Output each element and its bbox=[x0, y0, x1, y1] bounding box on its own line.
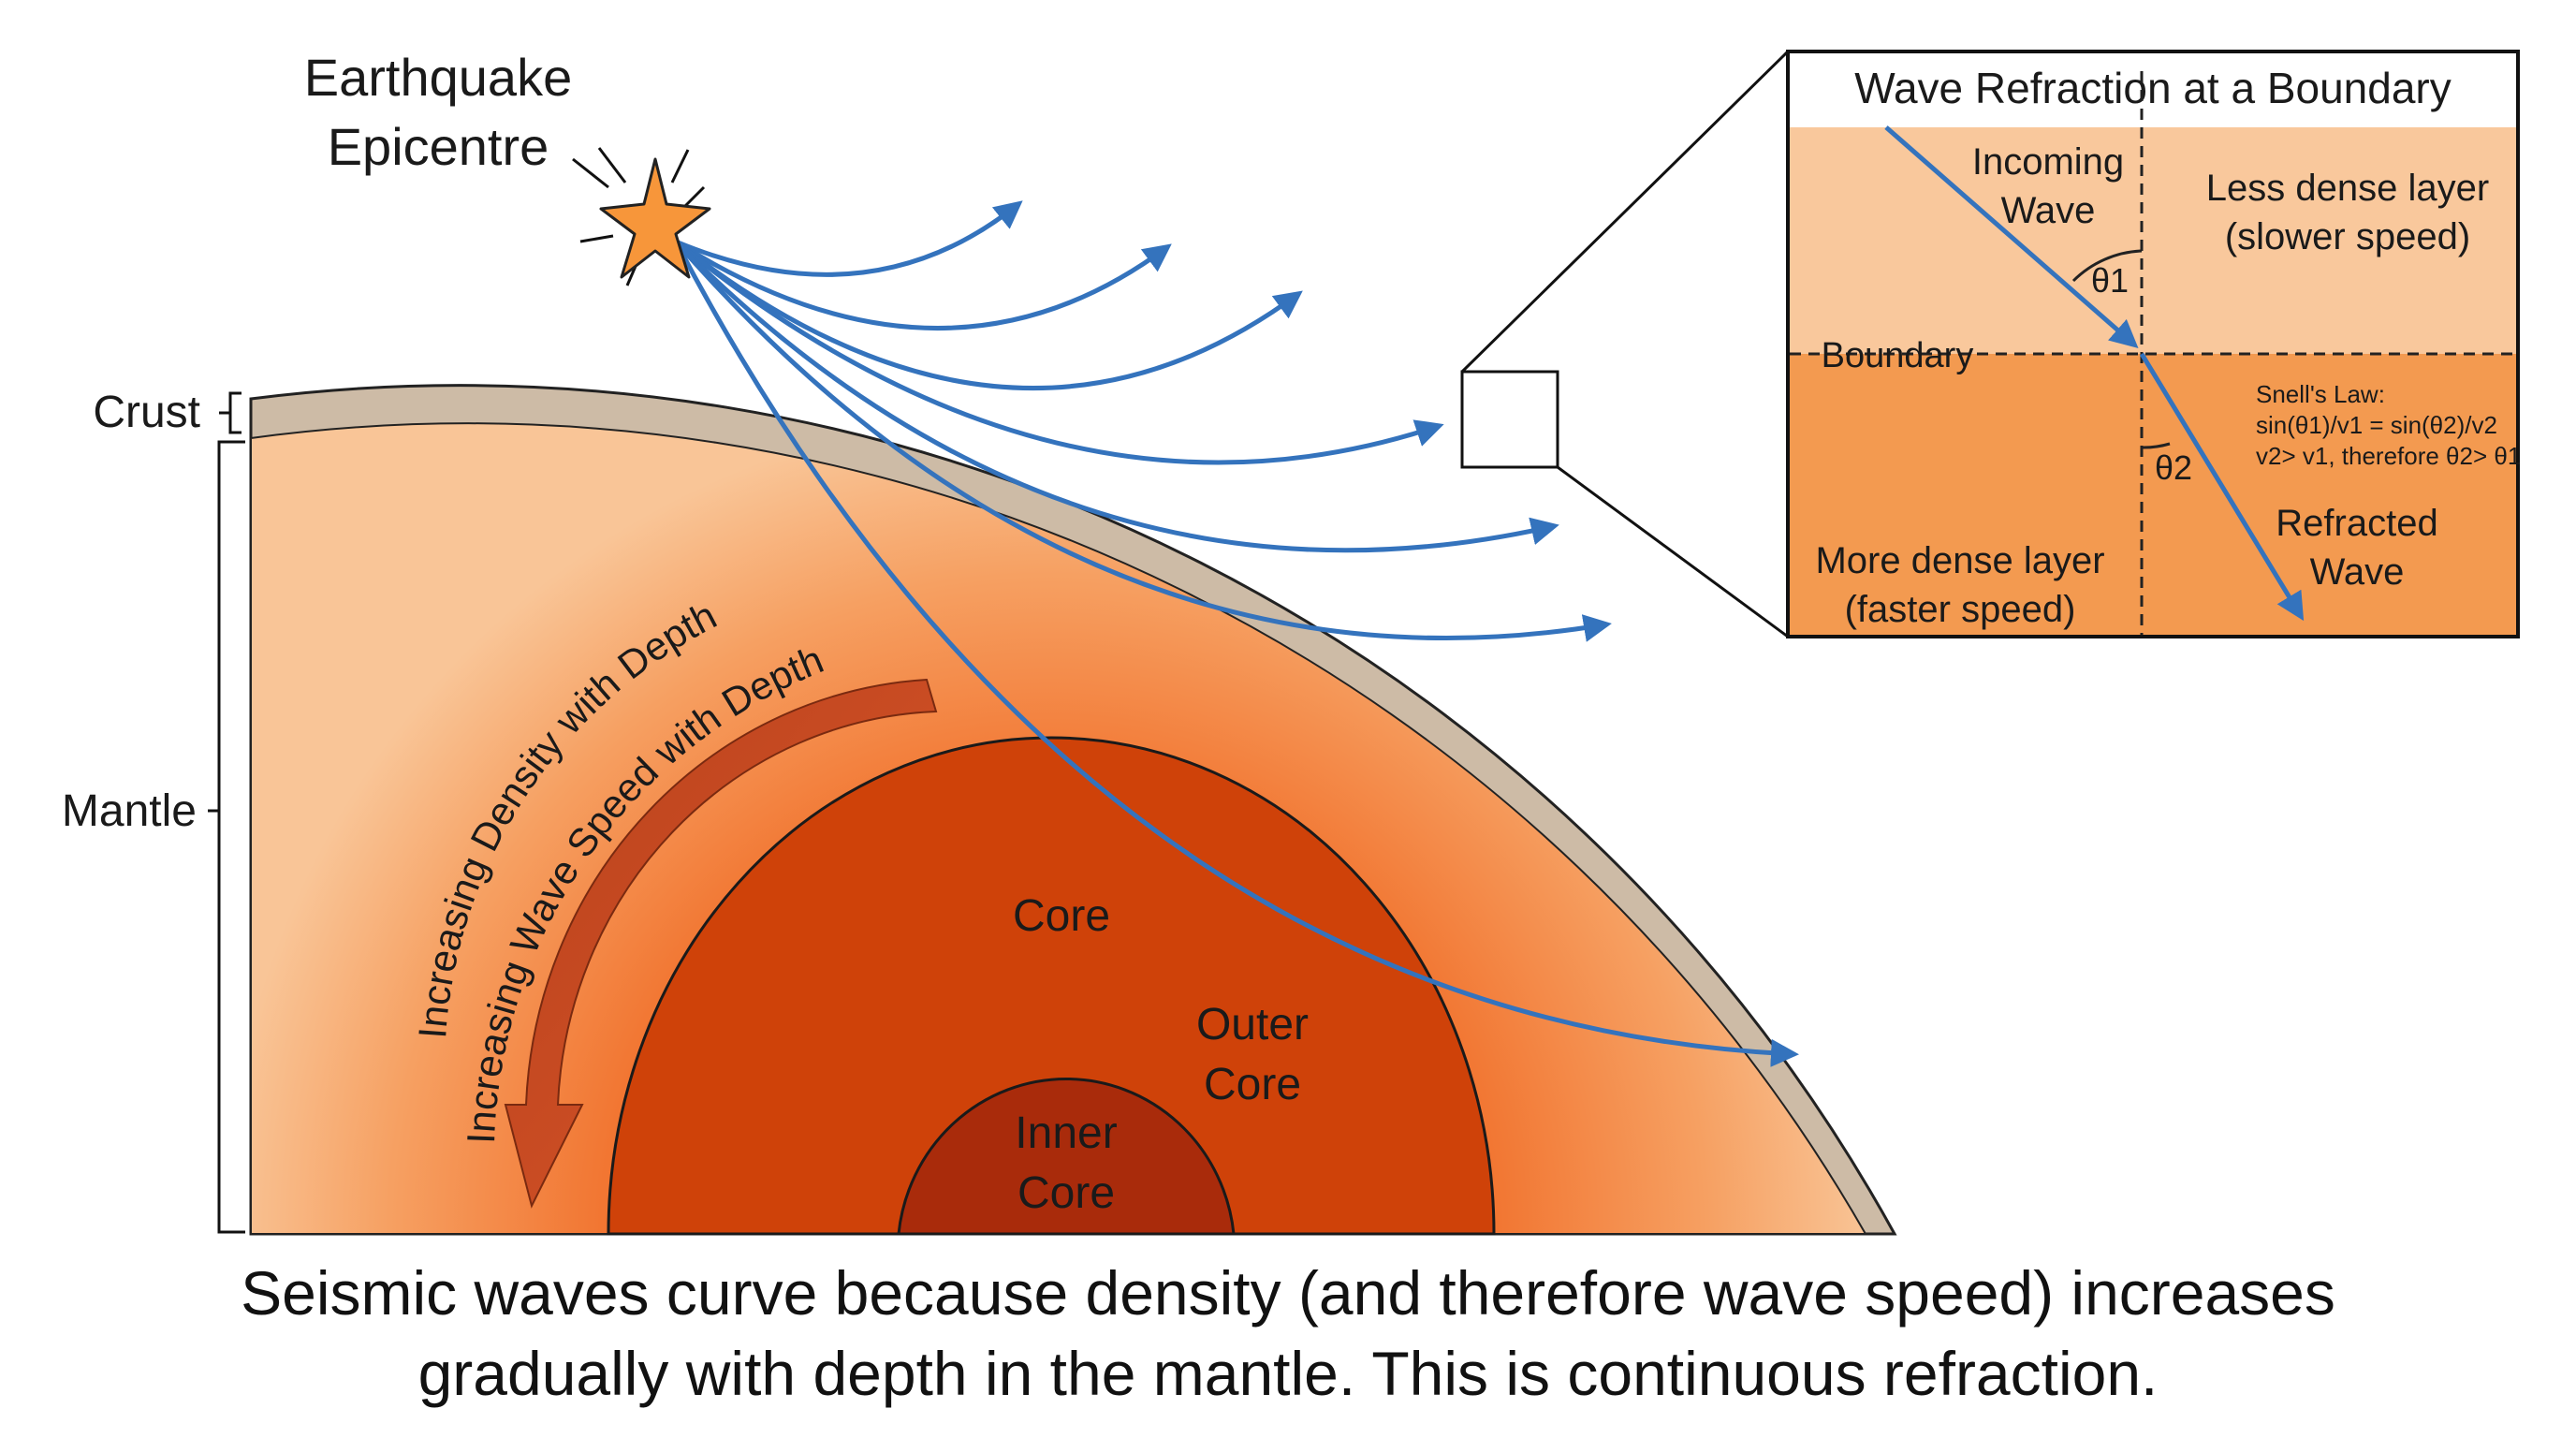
less-dense-label-line1: Less dense layer bbox=[2206, 168, 2489, 209]
snell-title: Snell's Law: bbox=[2256, 380, 2385, 408]
incoming-wave-label-line2: Wave bbox=[2001, 190, 2096, 231]
seismic-ray-4 bbox=[673, 239, 1444, 465]
seismic-ray-5 bbox=[673, 239, 1559, 553]
depth-arrow bbox=[504, 678, 938, 1209]
mantle-label: Mantle bbox=[62, 786, 197, 836]
earth-cross-section bbox=[249, 384, 1897, 1236]
more-dense-layer bbox=[1790, 354, 2516, 635]
refracted-wave-label-line2: Wave bbox=[2310, 551, 2405, 593]
caption-line-1: Seismic waves curve because density (and… bbox=[241, 1258, 2335, 1328]
zoom-box bbox=[1460, 370, 1559, 469]
epicentre-label-line1: Earthquake bbox=[304, 48, 572, 107]
seismic-rays bbox=[673, 200, 1799, 1067]
epicentre-label-line2: Epicentre bbox=[328, 117, 549, 176]
seismic-ray-6 bbox=[673, 239, 1612, 642]
less-dense-layer bbox=[1790, 127, 2516, 354]
outer-core bbox=[607, 736, 1496, 1236]
inner-core-label-line1: Inner bbox=[1015, 1108, 1117, 1158]
boundary-label: Boundary bbox=[1822, 336, 1974, 375]
mantle-bracket bbox=[208, 440, 245, 1234]
caption-line-2: gradually with depth in the mantle. This… bbox=[417, 1339, 2159, 1408]
refracted-wave bbox=[2139, 352, 2305, 622]
refraction-inset: Wave Refraction at a Boundary Incoming W… bbox=[1786, 50, 2521, 638]
zoom-connector-bottom bbox=[1557, 465, 1789, 638]
seismic-ray-deep bbox=[673, 239, 1799, 1067]
seismic-ray-3 bbox=[673, 239, 1303, 390]
outer-core-label-line1: Outer bbox=[1196, 1000, 1309, 1049]
snell-equation: sin(θ1)/v1 = sin(θ2)/v2 bbox=[2256, 411, 2497, 439]
theta2-label: θ2 bbox=[2155, 448, 2192, 487]
inner-core-label-line2: Core bbox=[1017, 1168, 1115, 1218]
incoming-wave-label-line1: Incoming bbox=[1972, 141, 2124, 183]
epicentre-star-icon bbox=[572, 147, 711, 286]
theta1-arc bbox=[2071, 249, 2143, 283]
crust-bracket bbox=[219, 391, 242, 434]
crust-label: Crust bbox=[93, 388, 200, 437]
more-dense-label-line2: (faster speed) bbox=[1845, 589, 2076, 630]
zoom-indicator bbox=[1460, 50, 1790, 638]
layer-brackets bbox=[208, 391, 245, 1234]
core-label: Core bbox=[1013, 891, 1110, 941]
seismic-ray-2 bbox=[673, 239, 1172, 330]
theta1-label: θ1 bbox=[2091, 261, 2129, 300]
theta2-arc bbox=[2141, 442, 2171, 449]
refracted-wave-label-line1: Refracted bbox=[2276, 503, 2437, 544]
more-dense-label-line1: More dense layer bbox=[1815, 540, 2104, 581]
outer-core-label-line2: Core bbox=[1204, 1060, 1301, 1109]
zoom-connector-top bbox=[1460, 50, 1790, 374]
snell-inequality: v2> v1, therefore θ2> θ1 bbox=[2256, 442, 2521, 470]
inset-title: Wave Refraction at a Boundary bbox=[1854, 64, 2452, 112]
diagram-caption: Seismic waves curve because density (and… bbox=[0, 1253, 2576, 1414]
less-dense-label-line2: (slower speed) bbox=[2225, 216, 2470, 257]
seismic-ray-1 bbox=[673, 200, 1023, 277]
inner-core bbox=[897, 1077, 1236, 1236]
incoming-wave bbox=[1884, 125, 2139, 348]
